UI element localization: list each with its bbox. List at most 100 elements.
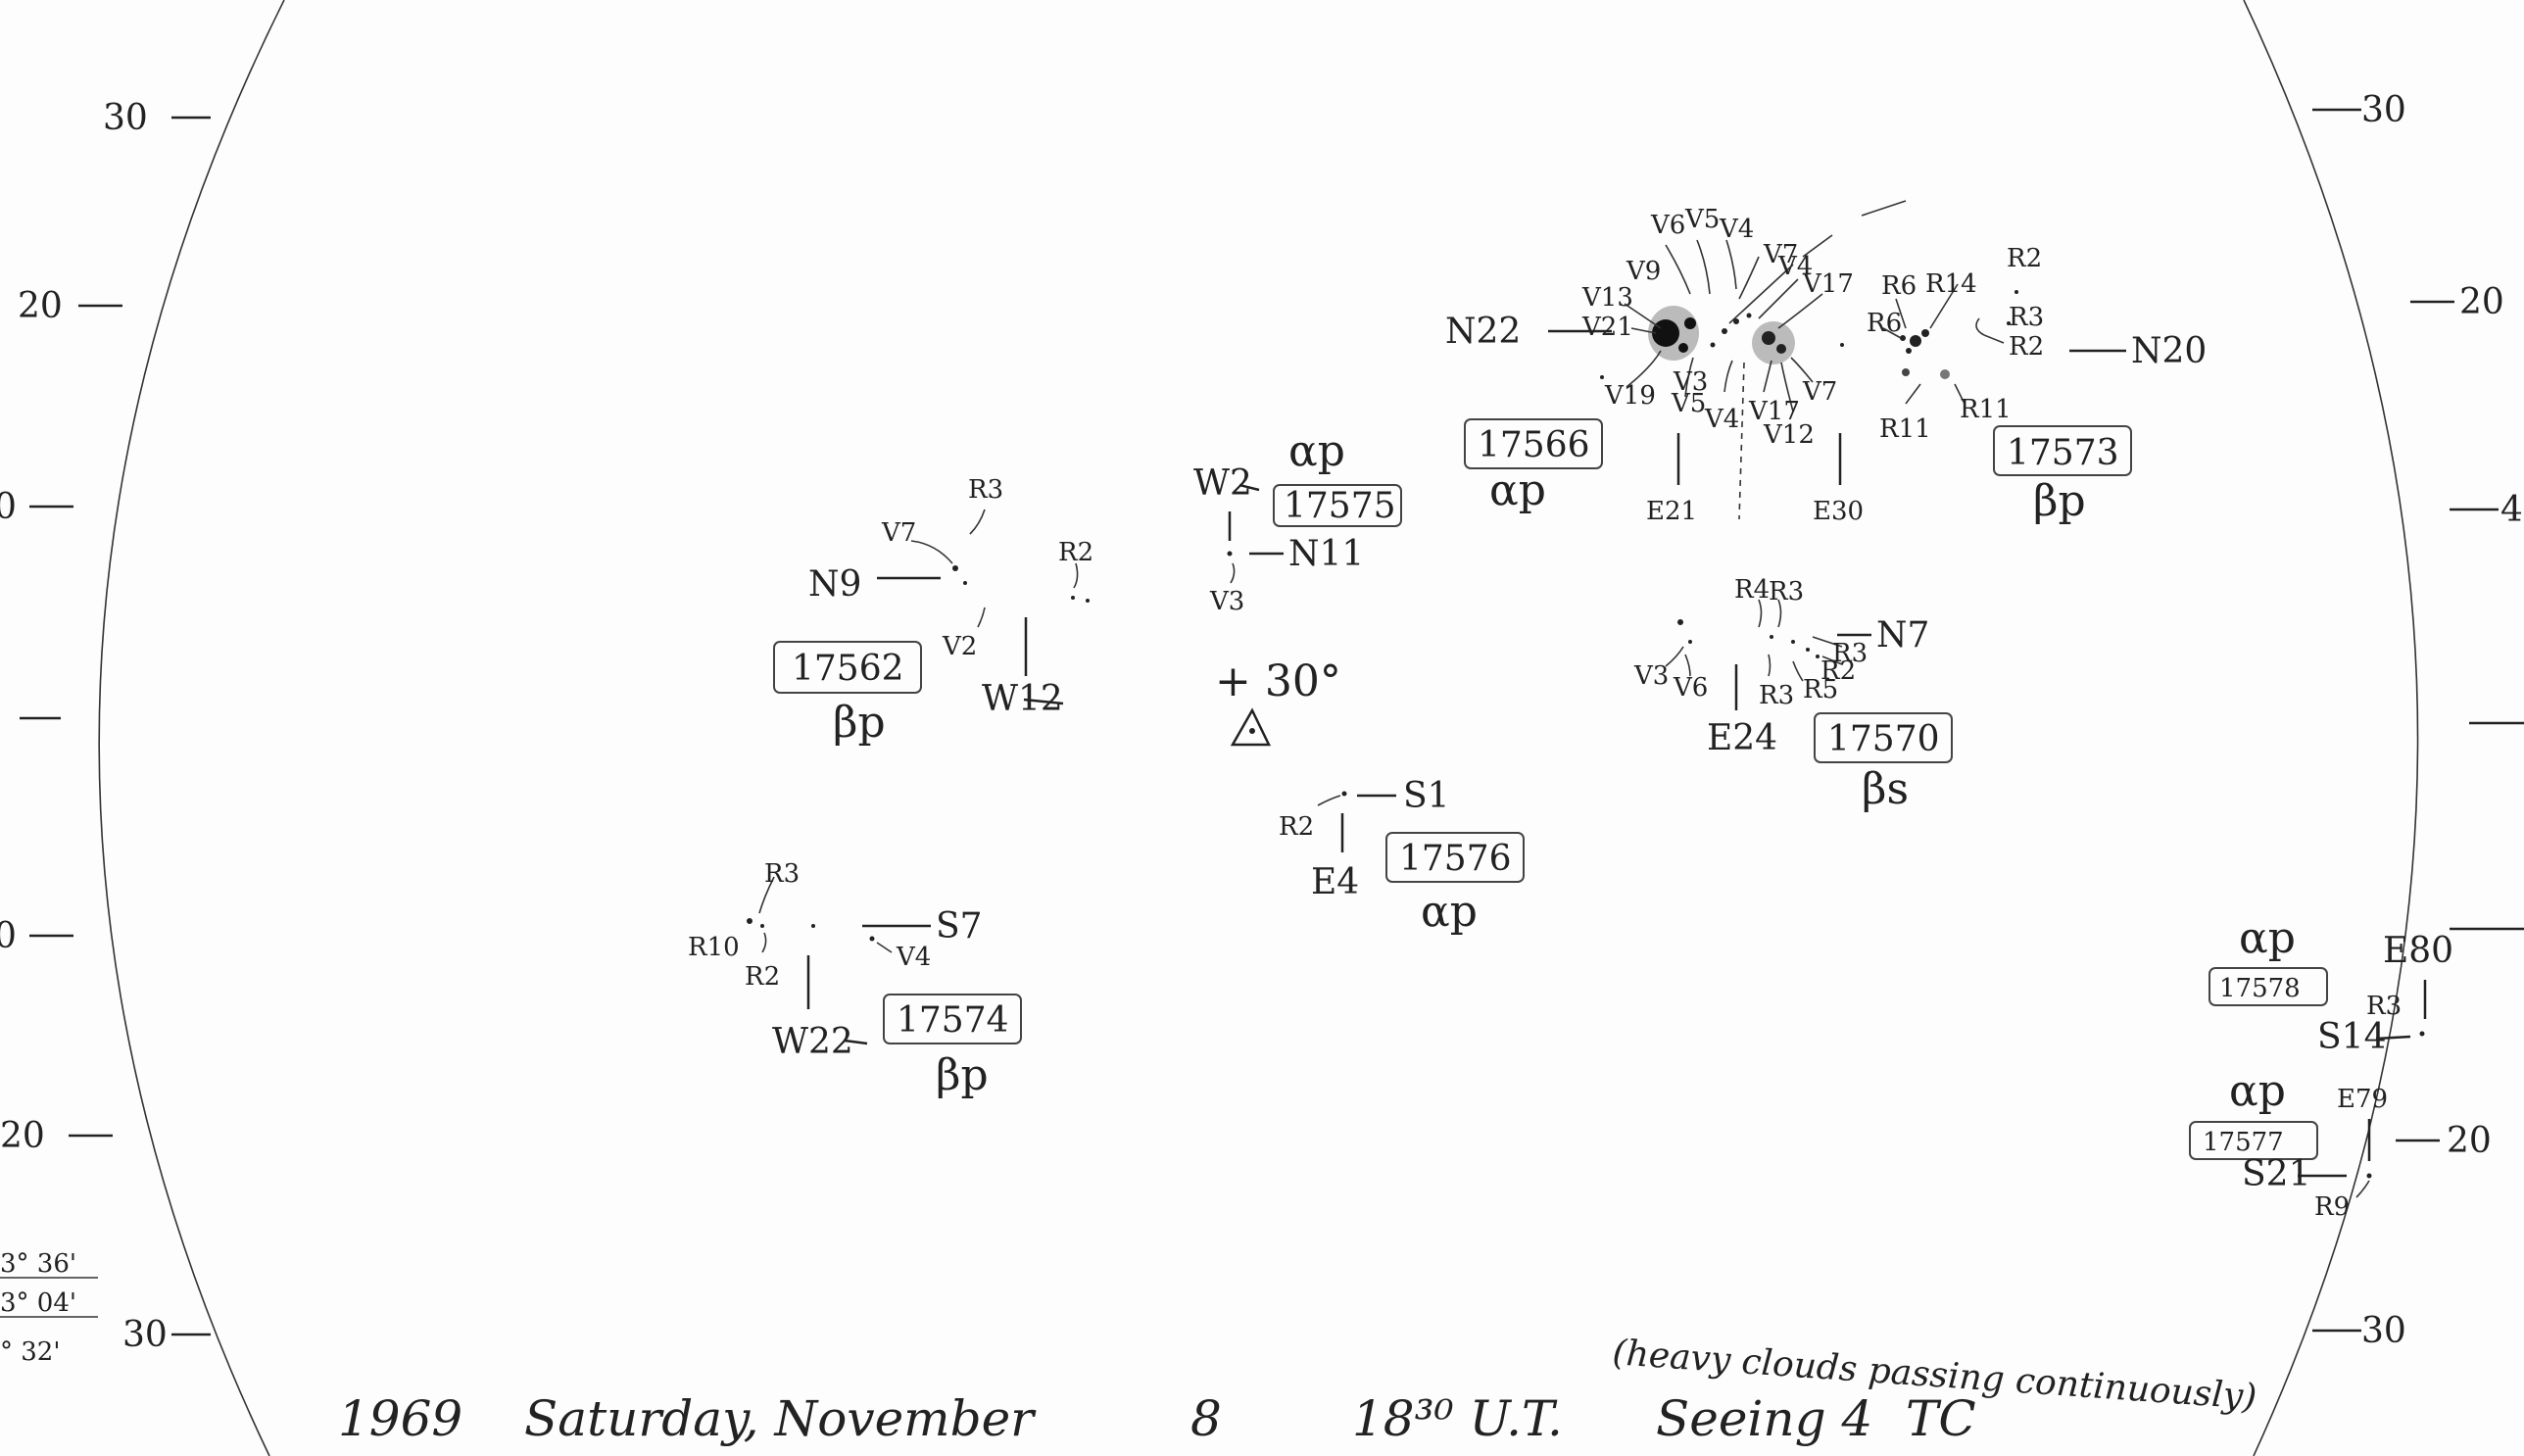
right-tick-label: 30: [2361, 90, 2406, 130]
spot-label: V7: [1763, 240, 1798, 269]
spot-label: V17: [1802, 269, 1854, 299]
latitude-label: N7: [1876, 615, 1929, 655]
right-tick-label: 20: [2447, 1121, 2492, 1161]
spot-label: R5: [1803, 675, 1838, 704]
spot-label: R4: [1734, 575, 1770, 605]
latitude-label: N20: [2131, 331, 2207, 371]
sunspot-group-17562: V7 R3 R2 V2 N9 17562 βp W12: [773, 475, 1093, 748]
spot-label: V4: [896, 943, 931, 972]
spot-label: V4: [1777, 252, 1813, 281]
group-number: 17575: [1284, 486, 1396, 526]
spot-label: V6: [1673, 673, 1708, 703]
sunspot-group-17566: V6 V5 V4 V7 V4 V13 V9 V17 V21 V17 V19 V3…: [1445, 200, 1907, 526]
right-tick-label: 20: [2459, 282, 2504, 322]
group-number: 17562: [792, 649, 904, 689]
footer-day: Saturday, November: [524, 1390, 1037, 1447]
spot-label: R3: [1769, 577, 1804, 607]
group-number: 17576: [1399, 839, 1512, 879]
spot-label: V4: [1704, 405, 1739, 434]
spot-label: V4: [1719, 215, 1754, 244]
spot-label: V12: [1763, 420, 1815, 450]
coordinate-note: 3° 36': [0, 1249, 76, 1279]
left-tick-label: 20: [0, 1116, 45, 1156]
left-tick-label: 30: [103, 98, 148, 138]
spot-label: R3: [1832, 639, 1868, 668]
spot-label: R10: [688, 933, 740, 962]
spot-label: R2: [745, 962, 780, 992]
spot-label: V5: [1684, 205, 1720, 234]
position-label: E30: [1813, 497, 1864, 526]
right-scale: 30 20 4 20 30: [2312, 90, 2524, 1351]
left-tick-label: 30: [122, 1315, 168, 1355]
group-number: 17574: [897, 1000, 1009, 1041]
spot-label: R6: [1867, 309, 1902, 338]
group-number: 17570: [1827, 719, 1940, 759]
group-number: 17566: [1478, 425, 1590, 465]
latitude-label: N9: [808, 564, 861, 605]
left-scale: 30 20 0 0 20 30: [0, 98, 211, 1355]
coordinate-note: ° 32': [0, 1337, 61, 1367]
sunspot-group-17575: W2 N11 V3 αp 17575: [1193, 426, 1402, 616]
spot-label: V3: [1209, 587, 1244, 616]
spot-label: V19: [1604, 381, 1656, 411]
group-class: βp: [936, 1050, 989, 1100]
sunspot-group-17576: S1 R2 E4 17576 αp: [1279, 776, 1525, 937]
group-number: 17577: [2203, 1128, 2284, 1157]
sunspot-group-17578: αp 17578 E80 R3 S14: [2208, 913, 2453, 1057]
group-class: βp: [833, 698, 886, 748]
spot-label: R2: [2007, 244, 2042, 273]
spot-label: V13: [1581, 283, 1633, 313]
spot-label: R2: [1279, 812, 1314, 842]
footer: 1969 Saturday, November 8 18³⁰ U.T. Seei…: [338, 1333, 2258, 1447]
group-class: βs: [1862, 764, 1909, 814]
spot-label: V7: [1802, 377, 1837, 407]
spot-label: V3: [1673, 367, 1708, 397]
position-label: E79: [2337, 1085, 2388, 1114]
latitude-label: S7: [936, 906, 983, 946]
group-class: αp: [1489, 465, 1546, 515]
position-label: E80: [2383, 931, 2453, 971]
spot-label: V6: [1650, 211, 1685, 240]
group-class: αp: [1421, 887, 1478, 937]
spot-label: R11: [1960, 395, 2012, 424]
right-tick-label: 30: [2361, 1311, 2406, 1351]
spot-label: V7: [881, 518, 916, 548]
spot-label: R3: [2009, 303, 2044, 332]
spot-label: V9: [1626, 257, 1661, 286]
group-number: 17573: [2007, 433, 2119, 473]
spot-label: R11: [1879, 414, 1931, 444]
spot-label: R14: [1925, 269, 1977, 299]
position-label: E4: [1311, 862, 1359, 902]
position-label: E21: [1646, 497, 1697, 526]
spot-label: V17: [1748, 397, 1800, 426]
spot-label: R6: [1881, 271, 1917, 301]
position-label: W22: [772, 1022, 853, 1062]
latitude-label: S1: [1403, 776, 1450, 816]
spot-label: R2: [1058, 538, 1093, 567]
latitude-label: N11: [1288, 534, 1364, 574]
group-class: βp: [2033, 476, 2086, 526]
position-label: W2: [1193, 463, 1252, 504]
spot-label: R3: [2366, 992, 2402, 1021]
spot-label: R9: [2314, 1192, 2350, 1222]
left-tick-label: 20: [18, 286, 63, 326]
group-class: αp: [1288, 426, 1345, 476]
latitude-label: S14: [2317, 1017, 2386, 1057]
latitude-label: N22: [1445, 312, 1521, 352]
group-number: 17578: [2219, 974, 2301, 1003]
center-marker: + 30°: [1215, 656, 1341, 747]
latitude-label: S21: [2242, 1154, 2310, 1194]
footer-observer: TC: [1906, 1390, 1976, 1447]
sunspot-group-17570: R4 R3 R3 R2 R5 R3 V3 V6 N7 E24 17570 βs: [1633, 575, 1953, 814]
left-tick-label: 0: [0, 916, 17, 956]
spot-label: R3: [1759, 681, 1794, 710]
footer-time: 18³⁰ U.T.: [1352, 1390, 1563, 1447]
spot-label: V5: [1671, 389, 1706, 418]
sunspot-group-17574: R3 R10 R2 V4 S7 W22 17574 βp: [688, 859, 1022, 1100]
right-limb-arc: [2243, 0, 2419, 1456]
left-limb-arc: [98, 0, 285, 1456]
spot-label: V2: [942, 632, 977, 661]
left-tick-label: 0: [0, 487, 17, 527]
footer-seeing: Seeing 4: [1656, 1390, 1872, 1447]
